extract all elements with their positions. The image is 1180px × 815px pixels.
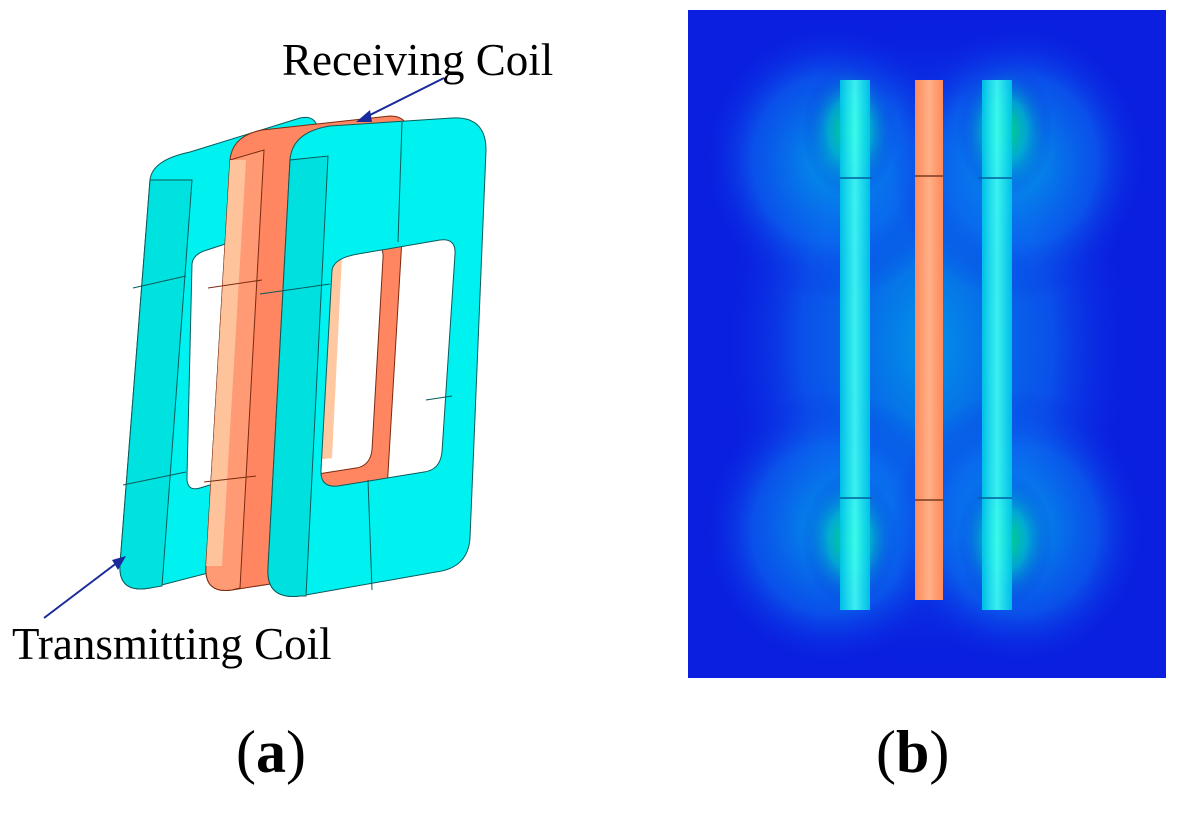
coil-model-drawing [43,77,487,619]
transmitting-coil-section-right [978,80,1012,610]
panel-a-letter: a [255,719,286,785]
panel-b-field-simulation: (b) [600,0,1180,810]
transmitting-coil-label: Transmitting Coil [12,619,332,669]
transmitting-coil-front [259,117,487,597]
transmitting-coil-section-left [840,80,872,610]
receiving-coil-label: Receiving Coil [282,35,554,85]
panel-b-caption: (b) [876,719,950,785]
panel-a-caption: (a) [236,719,306,785]
receiving-coil-arrow [356,77,445,122]
panel-a-coil-model: Receiving Coil Transmitting Coil (a) [12,35,554,785]
transmitting-coil-arrow [43,556,126,619]
magnetic-field-plot [688,10,1166,678]
receiving-coil-section [915,80,943,600]
panel-b-letter: b [895,719,930,785]
